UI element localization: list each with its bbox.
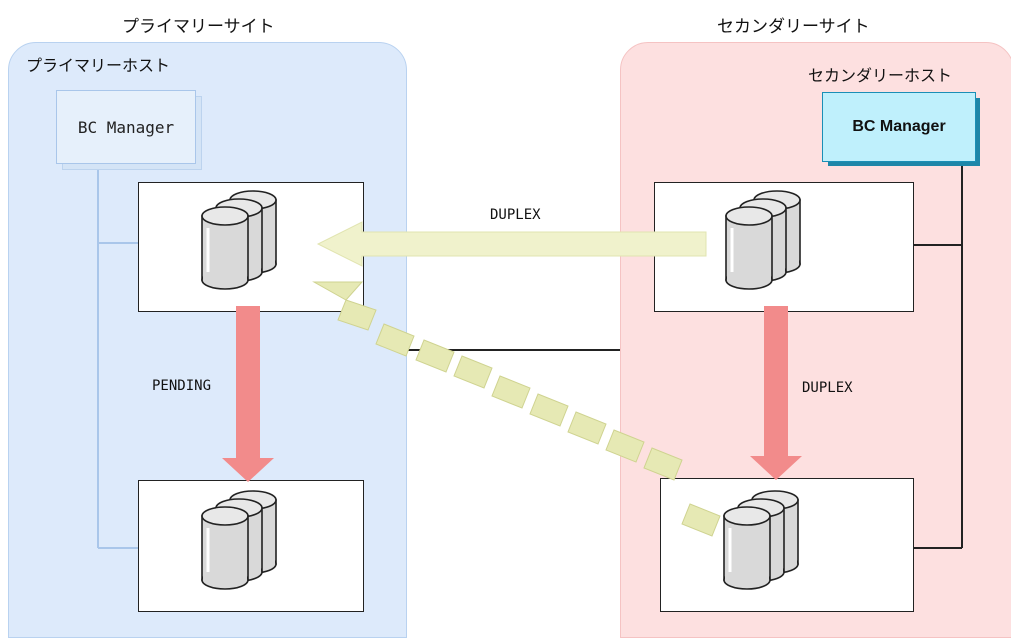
secondary-site-label: セカンダリーサイト [717,17,870,37]
secondary-bc-manager-box: BC Manager [822,92,976,162]
primary-site-label: プライマリーサイト [122,17,275,37]
secondary-local-status-label: DUPLEX [802,380,853,396]
secondary-local-duplex-arrow [750,306,802,480]
primary-host-label: プライマリーホスト [26,56,171,75]
remote-duplex-arrow [316,221,707,267]
primary-local-pending-arrow [222,306,274,482]
remote-status-label: DUPLEX [490,207,541,223]
secondary-host-label: セカンダリーホスト [808,66,953,85]
primary-local-status-label: PENDING [152,378,212,394]
dashed-reverse-arrow [312,281,721,537]
primary-bc-manager-box: BC Manager [56,90,196,164]
